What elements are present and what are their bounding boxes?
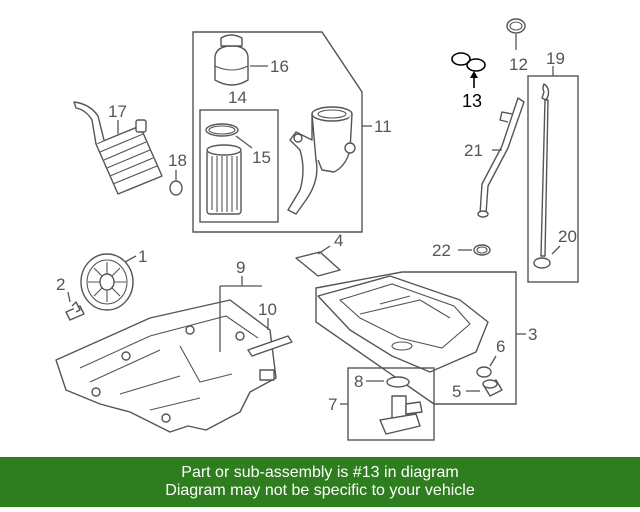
callout-5[interactable]: 5 bbox=[452, 382, 461, 401]
oil-sensor-seal[interactable] bbox=[386, 376, 410, 388]
callout-3[interactable]: 3 bbox=[528, 325, 537, 344]
callout-18[interactable]: 18 bbox=[168, 151, 187, 170]
part-info-banner: Part or sub-assembly is #13 in diagram D… bbox=[0, 457, 640, 507]
crankshaft-pulley[interactable] bbox=[80, 253, 134, 311]
oil-pan-gasket-4[interactable] bbox=[295, 251, 341, 277]
callout-13-highlighted[interactable]: 13 bbox=[462, 91, 482, 111]
callout-11[interactable]: 11 bbox=[374, 117, 392, 136]
callout-15[interactable]: 15 bbox=[252, 148, 271, 167]
callout-7[interactable]: 7 bbox=[328, 395, 337, 414]
callout-19[interactable]: 19 bbox=[546, 49, 565, 68]
callout-12[interactable]: 12 bbox=[509, 55, 528, 74]
oil-pan-gasket-10[interactable] bbox=[247, 335, 293, 357]
oil-dipstick[interactable] bbox=[540, 83, 550, 257]
oil-filter-housing[interactable] bbox=[287, 106, 356, 215]
dipstick-tube[interactable] bbox=[477, 97, 525, 218]
lower-oil-pan[interactable] bbox=[317, 275, 489, 373]
filter-housing-group-box bbox=[192, 31, 363, 233]
o-ring-set-part-13[interactable] bbox=[451, 52, 486, 72]
exploded-parts-diagram: 16 14 15 11 17 18 12 bbox=[55, 18, 579, 441]
callout-21[interactable]: 21 bbox=[464, 141, 483, 160]
banner-line-part: Part or sub-assembly is #13 in diagram bbox=[181, 464, 459, 481]
dipstick-tube-seal[interactable] bbox=[506, 18, 526, 34]
oil-filter-cap[interactable] bbox=[214, 34, 249, 86]
callout-10[interactable]: 10 bbox=[258, 300, 277, 319]
dipstick-group-box bbox=[527, 75, 579, 283]
oil-cooler[interactable] bbox=[73, 101, 163, 195]
callout-1[interactable]: 1 bbox=[138, 247, 147, 266]
pulley-bolt[interactable] bbox=[65, 301, 85, 321]
callout-22[interactable]: 22 bbox=[432, 241, 451, 260]
callout-9[interactable]: 9 bbox=[236, 258, 245, 277]
dipstick-seal[interactable] bbox=[533, 257, 551, 269]
callout-14[interactable]: 14 bbox=[228, 88, 247, 107]
callout-6[interactable]: 6 bbox=[496, 337, 505, 356]
oil-filter-element[interactable] bbox=[206, 144, 242, 215]
upper-oil-pan[interactable] bbox=[55, 299, 277, 433]
drain-plug-seal[interactable] bbox=[476, 366, 492, 378]
callout-17[interactable]: 17 bbox=[108, 102, 127, 121]
callout-16[interactable]: 16 bbox=[270, 57, 289, 76]
callout-8[interactable]: 8 bbox=[354, 372, 363, 391]
filter-element-box bbox=[199, 109, 279, 223]
banner-line-disclaimer: Diagram may not be specific to your vehi… bbox=[165, 482, 475, 499]
drain-plug[interactable] bbox=[482, 379, 503, 397]
dipstick-tube-o-ring[interactable] bbox=[473, 244, 491, 256]
callout-2[interactable]: 2 bbox=[56, 275, 65, 294]
oil-level-sensor[interactable] bbox=[379, 395, 423, 435]
lower-oil-pan-group-box bbox=[315, 271, 517, 405]
callout-4[interactable]: 4 bbox=[334, 231, 343, 250]
callout-20[interactable]: 20 bbox=[558, 227, 577, 246]
cooler-seal[interactable] bbox=[169, 180, 183, 196]
filter-o-ring[interactable] bbox=[205, 123, 239, 137]
